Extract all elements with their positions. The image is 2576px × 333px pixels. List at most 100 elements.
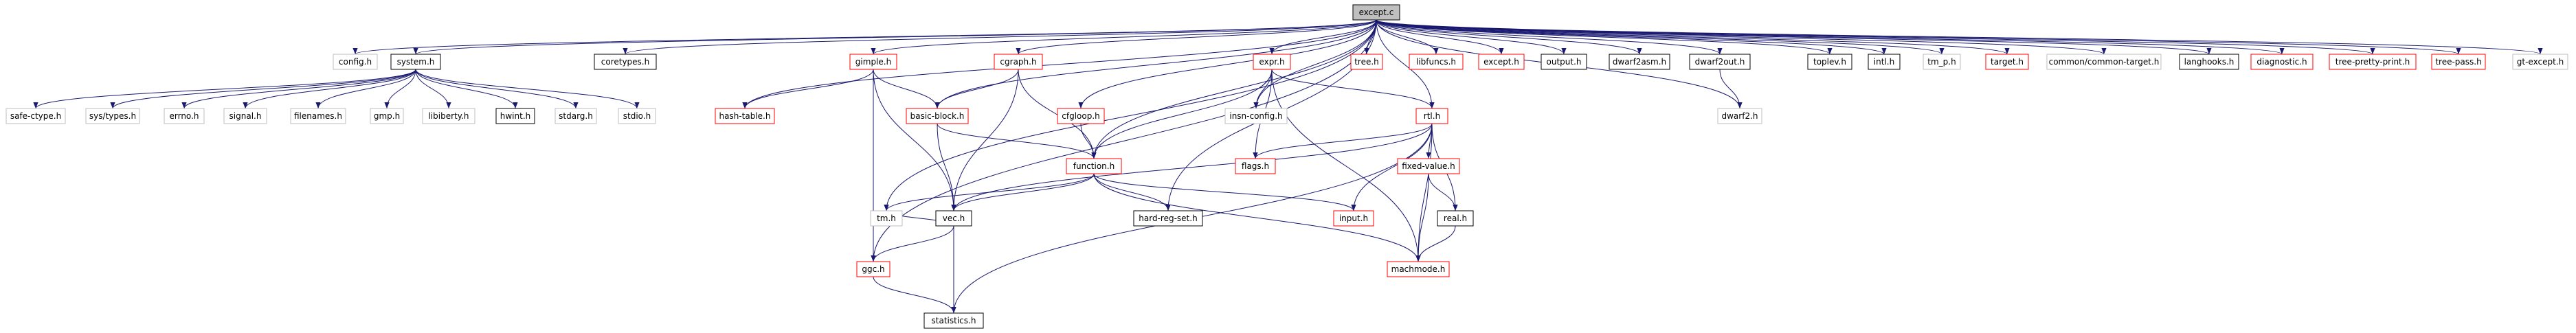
node-config-h[interactable]: config.h	[333, 54, 378, 70]
node-box	[906, 108, 969, 124]
node-box	[85, 108, 140, 124]
edge-rtl_h-to-flags_h	[1253, 123, 1433, 159]
node-box	[618, 108, 656, 124]
edge-expr_h-to-rtl_h	[1271, 69, 1435, 109]
node-box	[1985, 54, 2029, 70]
edge-rtl_h-to-machmode_h	[1415, 123, 1433, 262]
node-hard-reg-set-h[interactable]: hard-reg-set.h	[1133, 210, 1203, 227]
node-label: target.h	[1991, 57, 2024, 67]
node-dwarf2asm-h[interactable]: dwarf2asm.h	[1609, 54, 1670, 70]
node-gt-except-h[interactable]: gt-except.h	[2512, 54, 2568, 70]
edge-function_h-to-input_h	[1093, 173, 1356, 211]
node-label: gmp.h	[374, 111, 400, 121]
node-langhooks-h[interactable]: langhooks.h	[2179, 54, 2239, 70]
edge-fixed_value_h-to-machmode_h	[1415, 173, 1429, 262]
node-label: diagnostic.h	[2256, 57, 2307, 67]
edge-expr_h-to-function_h	[1091, 69, 1273, 159]
node-flags-h[interactable]: flags.h	[1235, 158, 1276, 174]
node-gmp-h[interactable]: gmp.h	[370, 108, 404, 124]
edge-vec_h-to-ggc_h	[871, 225, 954, 262]
node-coretypes-h[interactable]: coretypes.h	[594, 54, 657, 70]
node-signal-h[interactable]: signal.h	[223, 108, 267, 124]
node-vec-h[interactable]: vec.h	[935, 210, 972, 227]
node-box	[849, 54, 897, 70]
node-real-h[interactable]: real.h	[1437, 210, 1474, 227]
edge-rtl_h-to-vec_h	[951, 123, 1433, 211]
edge-cgraph_h-to-basic_block_h	[934, 69, 1019, 109]
node-sys-types-h[interactable]: sys/types.h	[85, 108, 140, 124]
node-label: fixed-value.h	[1402, 161, 1455, 171]
edge-real_h-to-machmode_h	[1415, 225, 1456, 262]
edge-rtl_h-to-input_h	[1351, 123, 1433, 211]
node-intl-h[interactable]: intl.h	[1868, 54, 1901, 70]
node-hwint-h[interactable]: hwint.h	[495, 108, 535, 124]
node-filenames-h[interactable]: filenames.h	[290, 108, 346, 124]
node-label: ggc.h	[862, 264, 884, 274]
node-function-h[interactable]: function.h	[1066, 158, 1122, 174]
edge-except_c-to-cfgloop_h	[1078, 19, 1377, 109]
node-label: signal.h	[229, 111, 262, 121]
node-safe-ctype-h[interactable]: safe-ctype.h	[5, 108, 66, 124]
node-errno-h[interactable]: errno.h	[164, 108, 205, 124]
node-box	[2179, 54, 2239, 70]
node-dwarf2out-h[interactable]: dwarf2out.h	[1689, 54, 1751, 70]
node-hash-table-h[interactable]: hash-table.h	[715, 108, 775, 124]
edge-except_c-to-gt_except_h	[1376, 19, 2542, 55]
node-label: safe-ctype.h	[10, 111, 61, 121]
node-machmode-h[interactable]: machmode.h	[1387, 261, 1450, 277]
node-label: tree-pretty-print.h	[2336, 57, 2410, 67]
node-input-h[interactable]: input.h	[1333, 210, 1374, 227]
node-label: coretypes.h	[601, 57, 649, 67]
node-box	[1224, 108, 1288, 124]
node-label: tm_p.h	[1927, 57, 1956, 67]
node-output-h[interactable]: output.h	[1541, 54, 1587, 70]
node-rtl-h[interactable]: rtl.h	[1415, 108, 1448, 124]
node-stdarg-h[interactable]: stdarg.h	[555, 108, 597, 124]
node-label: errno.h	[170, 111, 199, 121]
edge-except_c-to-tm_p_h	[1376, 19, 1945, 55]
node-diagnostic-h[interactable]: diagnostic.h	[2250, 54, 2314, 70]
node-toplev-h[interactable]: toplev.h	[1807, 54, 1852, 70]
edge-system_h-to-safe_ctype_h	[33, 69, 416, 109]
node-box	[1133, 210, 1203, 227]
edge-system_h-to-libiberty_h	[415, 69, 451, 109]
node-target-h[interactable]: target.h	[1985, 54, 2029, 70]
node-label: dwarf2.h	[1722, 111, 1758, 121]
node-label: tree-pass.h	[2435, 57, 2481, 67]
node-gimple-h[interactable]: gimple.h	[849, 54, 897, 70]
node-tree-pretty-print-h[interactable]: tree-pretty-print.h	[2329, 54, 2417, 70]
node-basic-block-h[interactable]: basic-block.h	[906, 108, 969, 124]
node-fixed-value-h[interactable]: fixed-value.h	[1397, 158, 1460, 174]
node-label: basic-block.h	[910, 111, 965, 121]
node-cgraph-h[interactable]: cgraph.h	[994, 54, 1043, 70]
edge-except_c-to-tm_h	[884, 19, 1377, 211]
node-libiberty-h[interactable]: libiberty.h	[422, 108, 475, 124]
node-statistics-h[interactable]: statistics.h	[923, 312, 984, 329]
node-insn-config-h[interactable]: insn-config.h	[1224, 108, 1288, 124]
node-stdio-h[interactable]: stdio.h	[618, 108, 656, 124]
node-tm-h[interactable]: tm.h	[870, 210, 903, 227]
node-tree-pass-h[interactable]: tree-pass.h	[2431, 54, 2486, 70]
node-label: statistics.h	[932, 316, 976, 325]
node-ggc-h[interactable]: ggc.h	[856, 261, 891, 277]
node-dwarf2-h[interactable]: dwarf2.h	[1717, 108, 1762, 124]
node-box	[715, 108, 775, 124]
node-expr-h[interactable]: expr.h	[1253, 54, 1291, 70]
node-label: libiberty.h	[428, 111, 469, 121]
edge-ggc_h-to-statistics_h	[873, 276, 956, 314]
node-tm-p-h[interactable]: tm_p.h	[1923, 54, 1961, 70]
node-tree-h[interactable]: tree.h	[1350, 54, 1383, 70]
node-box	[2512, 54, 2568, 70]
node-except-c: except.c	[1352, 4, 1400, 21]
node-label: cgraph.h	[1000, 57, 1036, 67]
edge-system_h-to-sys_types_h	[110, 69, 416, 109]
node-label: stdarg.h	[559, 111, 593, 121]
edge-gimple_h-to-basic_block_h	[873, 69, 940, 109]
edge-system_h-to-hwint_h	[415, 69, 518, 109]
node-system-h[interactable]: system.h	[390, 54, 441, 70]
node-common-target-h[interactable]: common/common-target.h	[2046, 54, 2162, 70]
node-libfuncs-h[interactable]: libfuncs.h	[1409, 54, 1464, 70]
node-except-h[interactable]: except.h	[1478, 54, 1525, 70]
node-cfgloop-h[interactable]: cfgloop.h	[1057, 108, 1105, 124]
node-box	[1923, 54, 1961, 70]
